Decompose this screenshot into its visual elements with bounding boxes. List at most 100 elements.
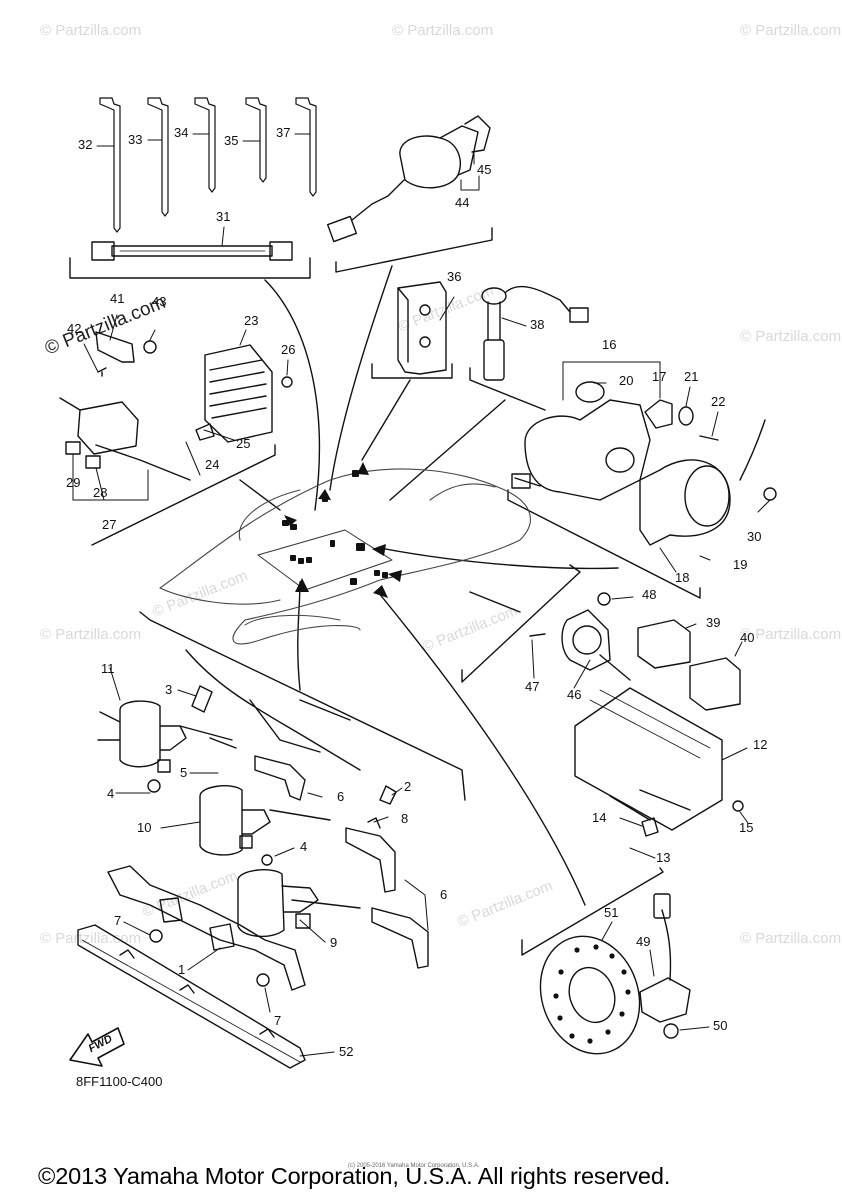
callout-28[interactable]: 28: [93, 485, 108, 500]
temperature-sensor: [481, 285, 589, 381]
callout-6b[interactable]: 6: [440, 887, 448, 902]
leader-curve: [377, 591, 586, 906]
group-frame-ties: [69, 257, 311, 279]
relay-39: [637, 619, 691, 669]
callout-44[interactable]: 44: [455, 195, 470, 210]
callout-41[interactable]: 41: [110, 291, 125, 306]
callout-38[interactable]: 38: [530, 317, 545, 332]
cdi-unit: [574, 687, 744, 831]
group-frame-regulator: [91, 444, 276, 546]
callout-31[interactable]: 31: [216, 209, 231, 224]
callout-17[interactable]: 17: [652, 369, 667, 384]
ignition-coil-11: [97, 700, 187, 773]
crank-sensor: [639, 893, 691, 1039]
callout-34[interactable]: 34: [174, 125, 189, 140]
callout-6a[interactable]: 6: [337, 789, 345, 804]
leader-curve: [264, 279, 321, 511]
group-frame-ecu: [461, 564, 581, 683]
vehicle-ski: [244, 614, 341, 626]
engine-switch: [326, 115, 491, 243]
vehicle-body: [159, 468, 531, 645]
leader-curve: [389, 399, 506, 501]
wire-clamp: [397, 281, 447, 375]
callout-24[interactable]: 24: [205, 457, 220, 472]
leader-curve: [297, 581, 301, 691]
cable-ties: [99, 97, 317, 233]
ignition-coil-9: [237, 869, 319, 937]
callout-42[interactable]: 42: [67, 321, 82, 336]
callout-30[interactable]: 30: [747, 529, 762, 544]
callout-37[interactable]: 37: [276, 125, 291, 140]
callout-18[interactable]: 18: [675, 570, 690, 585]
callout-50[interactable]: 50: [713, 1018, 728, 1033]
callout-29[interactable]: 29: [66, 475, 81, 490]
callout-20[interactable]: 20: [619, 373, 634, 388]
callout-16[interactable]: 16: [602, 337, 617, 352]
group-frame-cap: [469, 367, 546, 411]
callout-3[interactable]: 3: [165, 682, 173, 697]
callout-49[interactable]: 49: [636, 934, 651, 949]
group-frame-clamp: [371, 363, 453, 379]
callout-15[interactable]: 15: [739, 820, 754, 835]
callout-2[interactable]: 2: [404, 779, 412, 794]
fuse-holder: [91, 241, 293, 261]
callout-12[interactable]: 12: [753, 737, 768, 752]
callout-40[interactable]: 40: [740, 630, 755, 645]
callout-46[interactable]: 46: [567, 687, 582, 702]
callout-27[interactable]: 27: [102, 517, 117, 532]
callout-21[interactable]: 21: [684, 369, 699, 384]
callout-13[interactable]: 13: [656, 850, 671, 865]
callout-25[interactable]: 25: [236, 436, 251, 451]
speed-sensor: [529, 592, 631, 681]
vehicle-panel: [257, 529, 393, 591]
callout-1[interactable]: 1: [178, 962, 186, 977]
callout-14[interactable]: 14: [592, 810, 607, 825]
leader-curve: [329, 265, 393, 491]
bracket: [95, 331, 157, 377]
callout-23[interactable]: 23: [244, 313, 259, 328]
protector-52: [77, 924, 306, 1069]
fineprint-copyright: (c) 2005-2016 Yamaha Motor Corporation, …: [348, 1163, 480, 1169]
callout-4b[interactable]: 4: [300, 839, 308, 854]
nuts: [147, 779, 273, 987]
callout-48[interactable]: 48: [642, 587, 657, 602]
callout-4a[interactable]: 4: [107, 786, 115, 801]
callout-5[interactable]: 5: [180, 765, 188, 780]
callout-47[interactable]: 47: [525, 679, 540, 694]
diagram-code: 8FF1100-C400: [76, 1074, 163, 1089]
leader-lines: [72, 133, 771, 1057]
leader-curve: [379, 547, 619, 570]
group-frame-switch: [335, 227, 493, 273]
leader-curve: [361, 379, 411, 461]
callout-11[interactable]: 11: [101, 661, 115, 676]
callout-19[interactable]: 19: [733, 557, 748, 572]
callout-45[interactable]: 45: [477, 162, 492, 177]
callout-52[interactable]: 52: [339, 1044, 354, 1059]
voltage-regulator: [195, 344, 293, 443]
coil-bracket: [107, 865, 306, 991]
leader-curve: [469, 591, 521, 613]
callout-39[interactable]: 39: [706, 615, 721, 630]
callout-43[interactable]: 43: [152, 294, 167, 309]
callout-22[interactable]: 22: [711, 394, 726, 409]
callout-33[interactable]: 33: [128, 132, 143, 147]
callout-26[interactable]: 26: [281, 342, 296, 357]
bracket-14: [641, 817, 659, 837]
callout-10[interactable]: 10: [137, 820, 152, 835]
callout-8[interactable]: 8: [401, 811, 409, 826]
callout-7b[interactable]: 7: [274, 1013, 282, 1028]
callout-32[interactable]: 32: [78, 137, 93, 152]
ignition-coil-10: [199, 785, 271, 856]
relay-40: [689, 657, 741, 711]
spark-plug-caps: [179, 725, 429, 969]
leader-curve: [239, 479, 281, 511]
callout-9[interactable]: 9: [330, 935, 338, 950]
callout-7a[interactable]: 7: [114, 913, 122, 928]
callout-35[interactable]: 35: [224, 133, 239, 148]
group-frame-pickup: [521, 867, 664, 956]
starter-motor: [511, 381, 777, 546]
callout-51[interactable]: 51: [604, 905, 619, 920]
callout-36[interactable]: 36: [447, 269, 462, 284]
fwd-arrow: [69, 1027, 125, 1067]
